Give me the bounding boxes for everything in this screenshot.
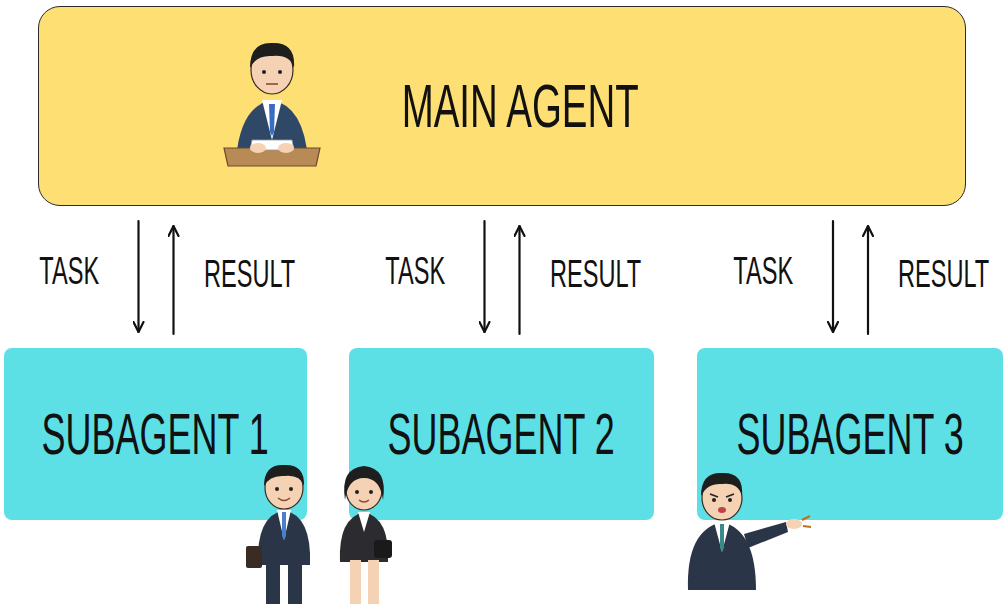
subagent-box: SUBAGENT 2 [349,348,654,520]
node-title: SUBAGENT 3 [736,405,963,463]
arrow-connector [832,221,834,332]
subagent-box: SUBAGENT 1 [4,348,307,520]
subagent-box: SUBAGENT 3 [697,348,1003,520]
arrow-connector [483,221,485,332]
edge-label: RESULT [204,255,295,293]
node-title: SUBAGENT 1 [42,405,269,463]
edge-label: TASK [385,252,445,290]
standing-man [246,465,310,604]
seated-person [224,43,320,166]
arrow-connector [172,226,174,334]
node-title: MAIN AGENT [401,75,638,137]
arrow-connector [518,226,520,334]
pointing-man [688,473,811,590]
edge-label: TASK [733,252,793,290]
main-agent-box: MAIN AGENT [38,6,966,206]
arrow-connector [137,221,139,332]
edge-label: RESULT [898,255,989,293]
edge-label: RESULT [550,255,641,293]
node-title: SUBAGENT 2 [388,405,615,463]
edge-label: TASK [39,252,99,290]
standing-woman [340,466,392,604]
arrow-connector [867,226,869,334]
